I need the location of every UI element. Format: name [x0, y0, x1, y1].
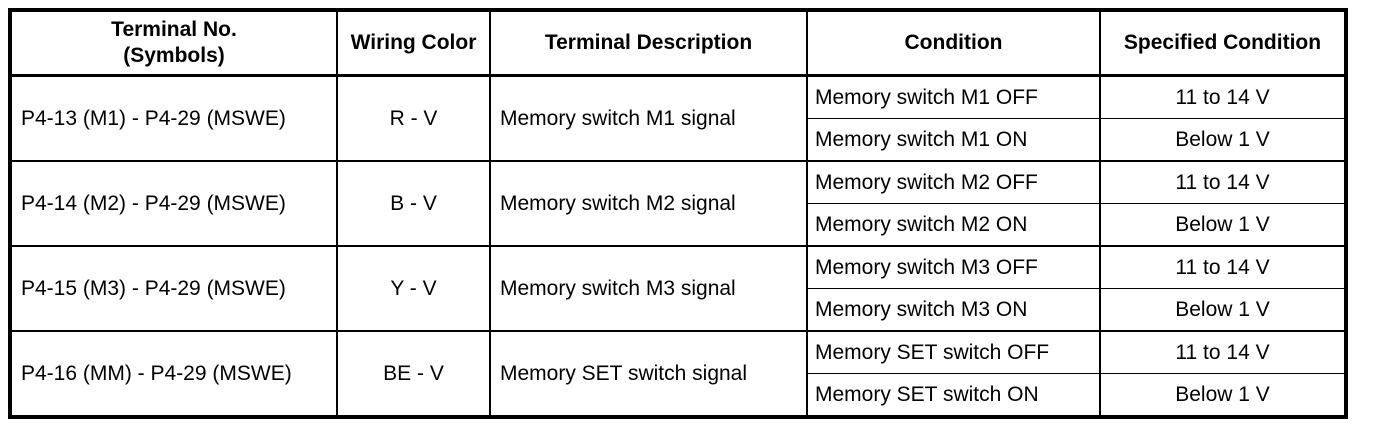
terminal-cell: P4-13 (M1) - P4-29 (MSWE): [9, 74, 338, 162]
terminal-cell: P4-14 (M2) - P4-29 (MSWE): [9, 160, 338, 247]
column-header-terminal-description: Terminal Description: [489, 9, 808, 77]
description-cell: Memory SET switch signal: [489, 330, 808, 418]
header-row: Terminal No. (Symbols) Wiring Color Term…: [9, 9, 1347, 77]
specified-condition-cell: 11 to 14 V: [1099, 245, 1347, 289]
table-row: Memory switch M1 ON Below 1 V: [10, 118, 1347, 162]
condition-cell: Memory switch M3 OFF: [806, 245, 1101, 289]
condition-cell: Memory switch M1 OFF: [806, 74, 1101, 119]
condition-cell: Memory SET switch ON: [806, 373, 1101, 418]
table-row: P4-15 (M3) - P4-29 (MSWE) Y - V Memory s…: [9, 245, 1347, 332]
table-row: P4-13 (M1) - P4-29 (MSWE) R - V Memory s…: [9, 74, 1347, 162]
wiring-color-cell: Y - V: [336, 245, 491, 332]
wiring-color-cell: R - V: [336, 74, 491, 162]
condition-cell: Memory switch M3 ON: [806, 288, 1101, 332]
table-row: Memory switch M2 ON Below 1 V: [10, 203, 1347, 247]
specified-condition-cell: Below 1 V: [1099, 288, 1347, 332]
column-header-terminal-no: Terminal No. (Symbols): [9, 9, 338, 77]
terminal-cell: P4-15 (M3) - P4-29 (MSWE): [9, 245, 338, 332]
condition-cell: Memory switch M1 ON: [806, 118, 1101, 162]
table-row: P4-16 (MM) - P4-29 (MSWE) BE - V Memory …: [9, 330, 1347, 418]
table-row: P4-14 (M2) - P4-29 (MSWE) B - V Memory s…: [9, 160, 1347, 247]
terminal-cell: P4-16 (MM) - P4-29 (MSWE): [9, 330, 338, 418]
wiring-color-cell: BE - V: [336, 330, 491, 418]
column-header-condition: Condition: [806, 9, 1101, 77]
specified-condition-cell: 11 to 14 V: [1099, 160, 1347, 204]
table-row: Memory SET switch ON Below 1 V: [10, 373, 1347, 418]
description-cell: Memory switch M1 signal: [489, 74, 808, 162]
description-cell: Memory switch M3 signal: [489, 245, 808, 332]
column-header-wiring-color: Wiring Color: [336, 9, 491, 77]
description-cell: Memory switch M2 signal: [489, 160, 808, 247]
wiring-color-cell: B - V: [336, 160, 491, 247]
column-header-specified-condition: Specified Condition: [1099, 9, 1347, 77]
condition-cell: Memory SET switch OFF: [806, 330, 1101, 374]
specified-condition-cell: Below 1 V: [1099, 373, 1347, 418]
specified-condition-cell: Below 1 V: [1099, 203, 1347, 247]
table-row: Memory switch M3 ON Below 1 V: [10, 288, 1347, 332]
specified-condition-cell: 11 to 14 V: [1099, 74, 1347, 119]
terminal-specification-table: Terminal No. (Symbols) Wiring Color Term…: [8, 8, 1348, 419]
specified-condition-cell: 11 to 14 V: [1099, 330, 1347, 374]
condition-cell: Memory switch M2 OFF: [806, 160, 1101, 204]
condition-cell: Memory switch M2 ON: [806, 203, 1101, 247]
specified-condition-cell: Below 1 V: [1099, 118, 1347, 162]
